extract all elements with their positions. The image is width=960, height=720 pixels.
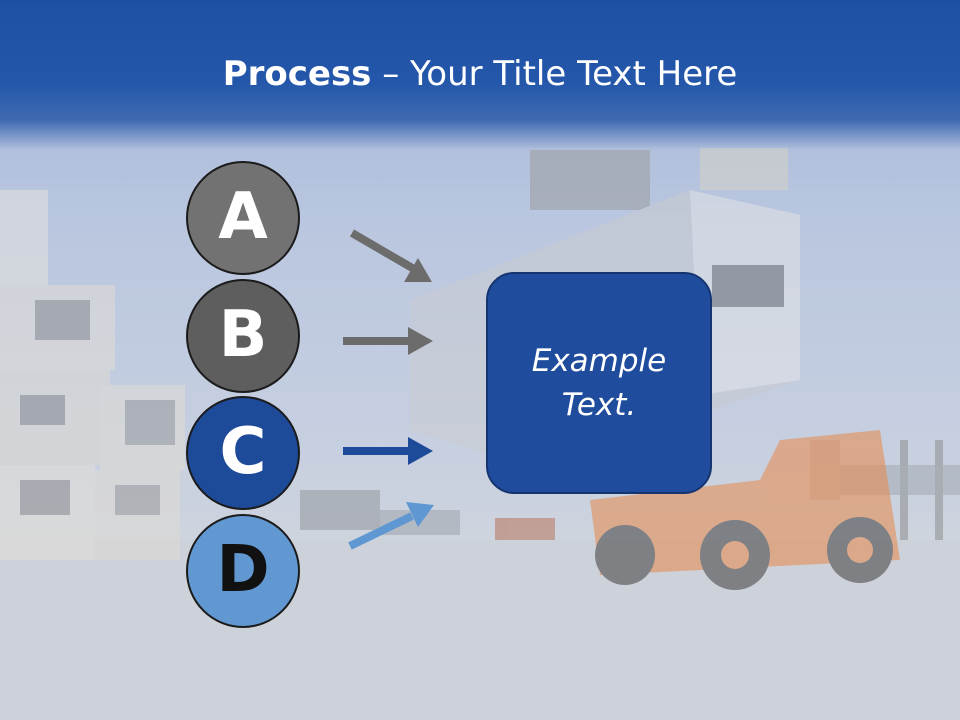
slide-title: Process – Your Title Text Here <box>0 52 960 96</box>
title-bold: Process <box>222 54 372 94</box>
title-rest: – Your Title Text Here <box>371 54 738 94</box>
title-bar <box>0 0 960 150</box>
example-text: Example Text. <box>509 339 689 427</box>
step-circle-c: C <box>186 396 300 510</box>
step-letter-b: B <box>218 298 268 372</box>
example-text-box: Example Text. <box>486 272 712 494</box>
arrow-c <box>343 437 433 465</box>
step-letter-a: A <box>218 180 268 254</box>
step-circle-b: B <box>186 279 300 393</box>
example-text-line-1: Example <box>531 343 667 379</box>
step-circle-d: D <box>186 514 300 628</box>
example-text-line-2: Text. <box>561 387 637 423</box>
step-letter-d: D <box>216 533 270 607</box>
step-circle-a: A <box>186 161 300 275</box>
arrow-b <box>343 327 433 355</box>
step-letter-c: C <box>219 415 267 489</box>
arrow-a <box>349 229 432 282</box>
arrow-d <box>348 502 434 550</box>
